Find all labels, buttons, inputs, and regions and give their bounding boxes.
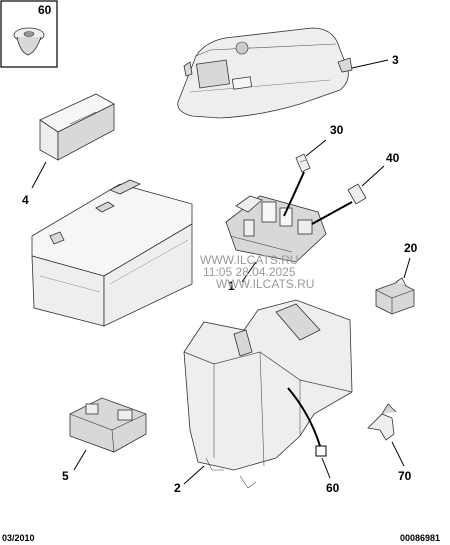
leader-2 [183,465,205,485]
footer-date: 03/2010 [2,533,35,543]
part-3-cover [177,27,353,119]
wire-40 [311,201,353,225]
leader-30 [305,139,327,157]
watermark-line-2: 11:05 28.04.2025 [203,265,296,279]
leader-3 [351,59,389,69]
part-70-clip [367,403,397,441]
leader-4 [31,161,47,189]
callout-60-bottom: 60 [326,481,340,495]
part-1-fusebox [225,195,327,263]
callout-3: 3 [392,53,399,67]
callout-20: 20 [404,241,418,255]
leader-20 [403,257,411,279]
battery [31,179,193,327]
watermark-line-3: WWW.ILCATS.RU [216,277,314,291]
callout-5: 5 [62,469,69,483]
callout-60-top: 60 [38,3,52,17]
wire-60 [287,387,321,447]
callout-70: 70 [398,469,412,483]
part-4-cap [39,93,115,161]
part-30-fuse [295,153,311,173]
leader-40 [361,165,385,187]
rivet-drawing [13,27,45,56]
leader-5 [73,449,87,471]
part-60-inset: 60 [0,0,58,68]
callout-1: 1 [228,279,235,293]
rivet-position-marker [315,445,327,457]
part-2-housing [183,299,353,489]
leader-1 [241,261,257,283]
watermark-line-1: WWW.ILCATS.RU [200,253,298,267]
part-40-fuse [347,183,367,205]
leader-60-bottom [321,457,331,479]
wire-30 [283,171,305,217]
footer-reference: 00086981 [400,533,440,543]
leader-70 [391,441,405,467]
callout-2: 2 [174,481,181,495]
callout-40: 40 [386,151,400,165]
callout-30: 30 [330,123,344,137]
part-5-connector [69,397,147,453]
callout-4: 4 [22,193,29,207]
part-20-relay [375,277,415,315]
